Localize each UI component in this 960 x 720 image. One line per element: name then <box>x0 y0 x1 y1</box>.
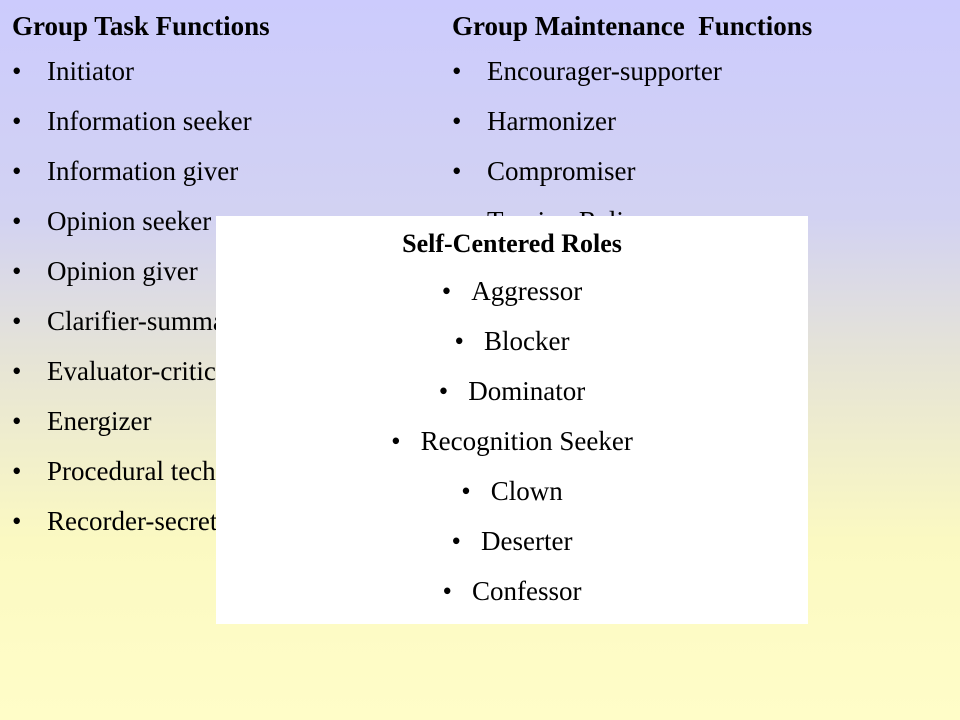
list-item: • Clown <box>216 466 808 516</box>
maintenance-functions-column: Group Maintenance Functions • Encourager-… <box>452 6 952 246</box>
self-centered-roles-heading: Self-Centered Roles <box>402 229 622 258</box>
list-item: • Energizer <box>12 396 432 446</box>
bullet-icon: • <box>438 376 449 406</box>
list-item: • Dominator <box>216 366 808 416</box>
bullet-icon: • <box>442 576 452 606</box>
list-item: • Aggressor <box>216 266 808 316</box>
self-centered-roles-box: Self-Centered Roles •Aggressor •Blocker … <box>216 216 808 624</box>
list-item-label: Energizer <box>47 406 152 436</box>
list-item: • Compromiser <box>452 146 952 196</box>
list-item: • Deserter <box>216 516 808 566</box>
self-centered-roles-list: •Aggressor •Blocker •Dominator •Recognit… <box>216 266 808 616</box>
list-item: • Opinion giver <box>12 246 432 296</box>
list-item: • Information giver <box>12 146 432 196</box>
bullet-icon: • <box>12 506 22 536</box>
list-item-label: Harmonizer <box>487 106 616 136</box>
list-item-label: Opinion seeker <box>47 206 212 236</box>
bullet-icon: • <box>12 156 22 186</box>
list-item-label: Evaluator-critic <box>47 356 216 386</box>
list-item-label: Information seeker <box>47 106 252 136</box>
bullet-icon: • <box>12 56 22 86</box>
bullet-icon: • <box>461 476 471 506</box>
bullet-icon: • <box>12 356 22 386</box>
list-item: • Opinion seeker <box>12 196 432 246</box>
list-item-label: Compromiser <box>487 156 636 186</box>
list-item-label: Encourager-supporter <box>487 56 722 86</box>
bullet-icon: • <box>452 156 462 186</box>
maintenance-functions-heading: Group Maintenance Functions <box>452 11 813 41</box>
list-item-label: Recognition Seeker <box>420 426 633 456</box>
bullet-icon: • <box>441 276 452 306</box>
list-item-label: Initiator <box>47 56 134 86</box>
list-item: • Initiator <box>12 46 432 96</box>
bullet-icon: • <box>452 56 462 86</box>
list-item: • Information seeker <box>12 96 432 146</box>
bullet-icon: • <box>12 206 22 236</box>
list-item-label: Blocker <box>483 326 570 356</box>
list-item: • Blocker <box>216 316 808 366</box>
list-item: • Encourager-supporter <box>452 46 952 96</box>
list-item-label: Dominator <box>468 376 586 406</box>
bullet-icon: • <box>12 456 22 486</box>
bullet-icon: • <box>12 106 22 136</box>
bullet-icon: • <box>451 526 461 556</box>
task-functions-heading: Group Task Functions <box>12 11 270 41</box>
bullet-icon: • <box>12 406 22 436</box>
list-item: • Harmonizer <box>452 96 952 146</box>
list-item-label: Confessor <box>471 576 582 606</box>
list-item: • Recognition Seeker <box>216 416 808 466</box>
list-item-label: Information giver <box>47 156 239 186</box>
bullet-icon: • <box>12 256 22 286</box>
bullet-icon: • <box>454 326 464 356</box>
list-item: • Confessor <box>216 566 808 616</box>
bullet-icon: • <box>452 106 462 136</box>
bullet-icon: • <box>12 306 22 336</box>
list-item-label: Deserter <box>481 526 573 556</box>
bullet-icon: • <box>391 426 401 456</box>
list-item-label: Aggressor <box>471 276 583 306</box>
list-item-label: Clown <box>490 476 563 506</box>
list-item: • Evaluator-critic <box>12 346 432 396</box>
list-item-label: Opinion giver <box>47 256 198 286</box>
